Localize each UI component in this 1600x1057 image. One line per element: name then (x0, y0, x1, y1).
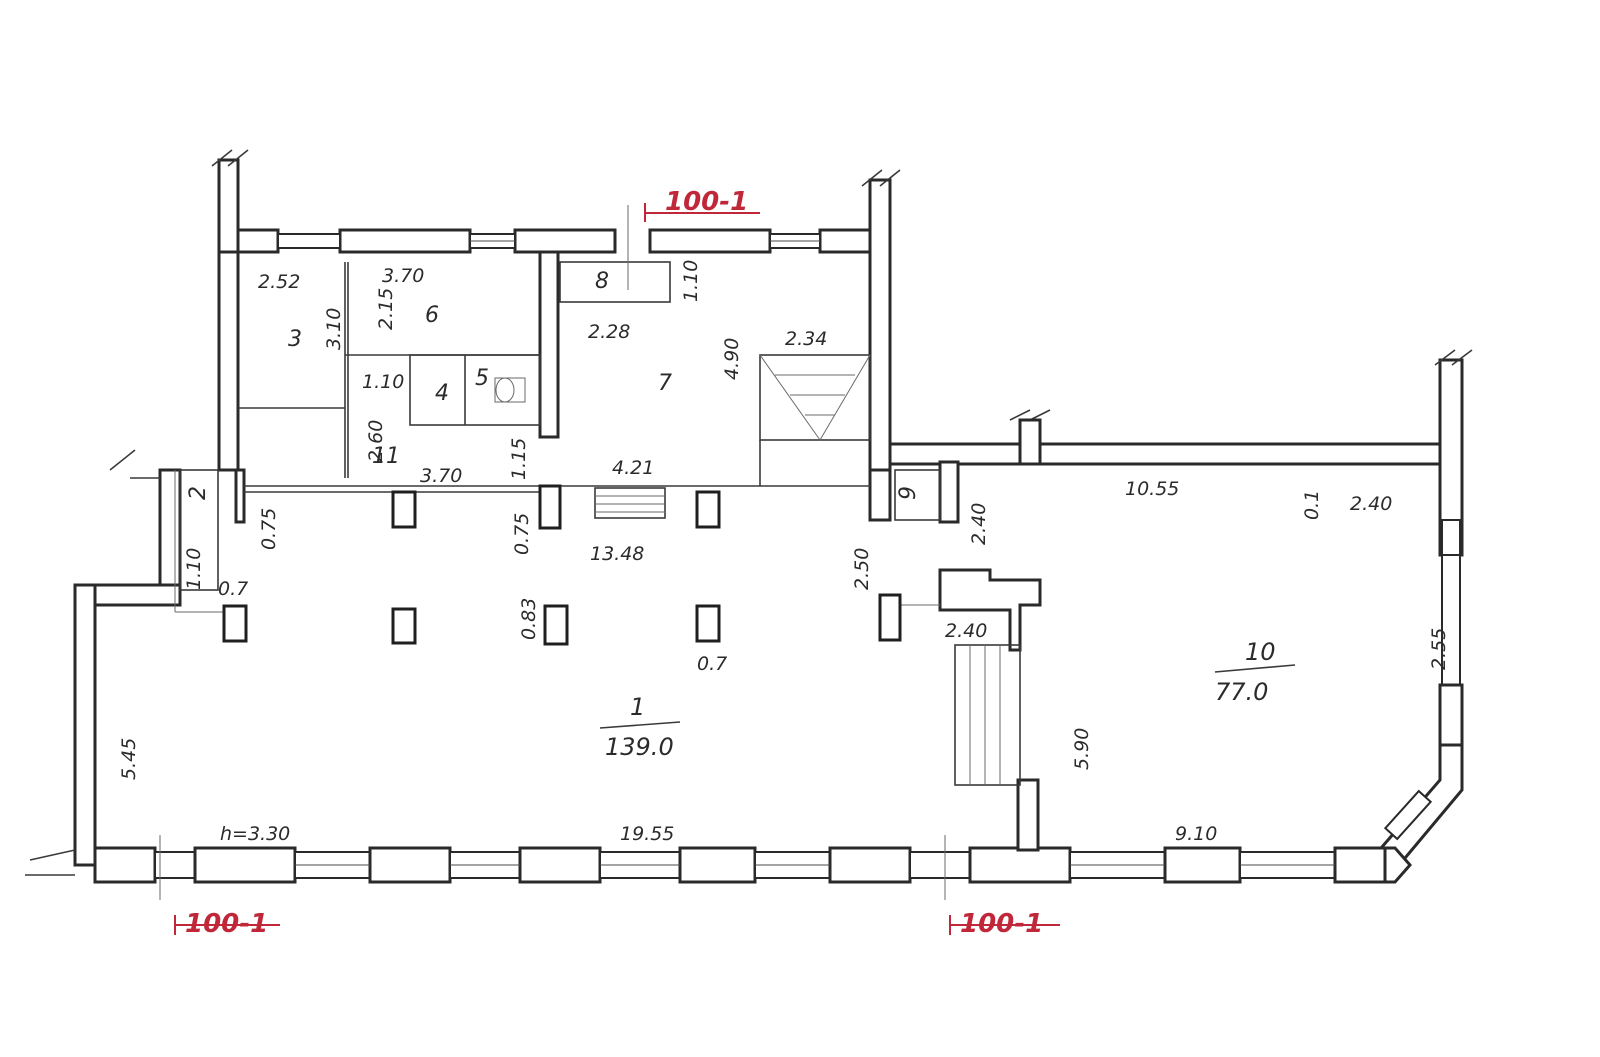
dim-h-3-70b: 3.70 (420, 465, 462, 487)
dim-h-10-55: 10.55 (1125, 478, 1179, 500)
dim-h-19-55: 19.55 (620, 823, 674, 845)
dim-h-0-7b: 0.7 (697, 653, 727, 675)
outer-walls (25, 149, 1473, 876)
section-marks: 100-1 100-1 100-1 (159, 187, 1060, 939)
dim-v-0-75a: 0.75 (258, 508, 280, 550)
dim-top-2-52: 2.52 (258, 271, 300, 293)
room-9-number: 9 (896, 486, 921, 500)
room-5-number: 5 (475, 366, 489, 391)
dimensions: 2.52 3.70 2.15 3.10 1.10 2.60 3.70 1.15 … (118, 260, 1450, 845)
section-mark-top: 100-1 (665, 187, 748, 217)
room-3-number: 3 (288, 327, 302, 352)
dim-v-2-60: 2.60 (365, 420, 387, 462)
room-10-number: 10 (1245, 638, 1276, 666)
dim-v-2-40: 2.40 (968, 503, 990, 545)
dim-h-9-10: 9.10 (1175, 823, 1217, 845)
dim-v-1-10: 1.10 (680, 260, 702, 302)
dim-h-1-10: 1.10 (362, 371, 404, 393)
dim-v-0-1: 0.1 (1301, 490, 1323, 520)
section-mark-bottom-right: 100-1 (960, 909, 1043, 939)
room-10-area: 77.0 (1215, 678, 1268, 706)
room-1-number: 1 (630, 693, 645, 721)
dim-h-4-21: 4.21 (612, 457, 654, 479)
dim-h-2-28: 2.28 (588, 321, 630, 343)
dim-v-4-90: 4.90 (721, 338, 743, 380)
dim-v-5-45: 5.45 (118, 738, 140, 780)
dim-h-2-40b: 2.40 (1350, 493, 1392, 515)
dim-v-5-90: 5.90 (1071, 728, 1093, 770)
room-labels: 1 139.0 10 77.0 3 4 5 6 7 8 9 11 2 (186, 269, 1296, 761)
front-wall (93, 846, 1413, 884)
dim-v-1-10c: 1.10 (183, 548, 205, 590)
dim-v-0-83: 0.83 (518, 598, 540, 640)
dim-h-2-40: 2.40 (945, 620, 987, 642)
dim-v-3-10: 3.10 (323, 308, 345, 350)
dim-h-ceiling-height: h=3.30 (220, 823, 290, 845)
dim-v-2-50: 2.50 (851, 548, 873, 590)
section-mark-bottom-left: 100-1 (185, 909, 268, 939)
dim-h-13-48: 13.48 (590, 543, 644, 565)
room-6-number: 6 (425, 303, 439, 328)
dim-v-2-55: 2.55 (1428, 628, 1450, 670)
dim-h-2-34: 2.34 (785, 328, 827, 350)
dim-v-0-75b: 0.75 (511, 513, 533, 555)
room-11-number: 11 (372, 444, 400, 469)
room-2-number: 2 (186, 486, 211, 500)
dim-h-0-7a: 0.7 (218, 578, 248, 600)
columns (222, 484, 902, 646)
room-1-area: 139.0 (605, 733, 674, 761)
room-8-number: 8 (595, 269, 609, 294)
room-4-number: 4 (435, 381, 449, 406)
dim-v-2-15: 2.15 (375, 288, 397, 330)
interior-walls (174, 250, 1042, 852)
dim-top-3-70: 3.70 (382, 265, 424, 287)
room-7-number: 7 (658, 371, 672, 396)
dim-v-1-15: 1.15 (508, 438, 530, 480)
